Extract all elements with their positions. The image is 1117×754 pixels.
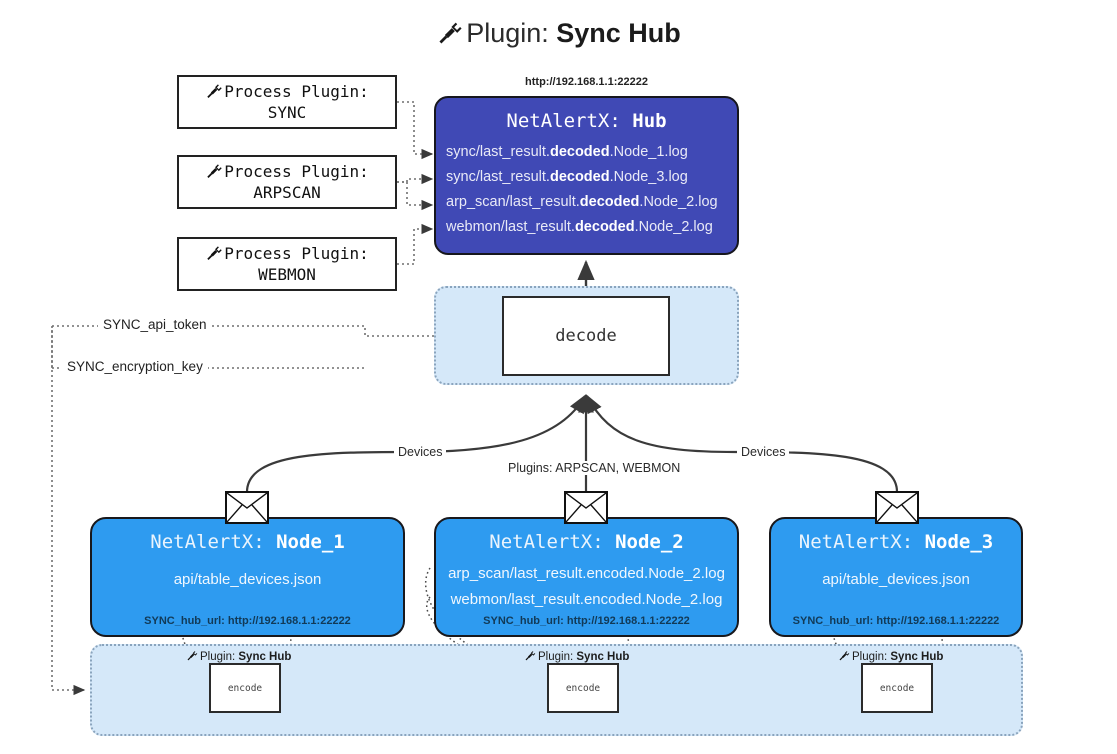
log-pre: arp_scan/last_result. xyxy=(446,193,580,210)
log-pre: sync/last_result. xyxy=(446,168,550,185)
process-plugin-webmon[interactable]: Process Plugin: WEBMON xyxy=(177,237,397,291)
node-box-1[interactable]: NetAlertX: Node_1 api/table_devices.json… xyxy=(90,517,405,637)
node-title-name: Node_2 xyxy=(615,531,684,553)
log-pre: webmon/last_result. xyxy=(446,218,575,235)
plug-icon xyxy=(436,19,462,52)
hub-log-item: arp_scan/last_result.decoded.Node_2.log xyxy=(436,190,737,215)
log-mid: decoded xyxy=(574,218,635,235)
hub-log-list: sync/last_result.decoded.Node_1.log sync… xyxy=(436,140,737,240)
envelope-icon xyxy=(564,491,608,524)
envelope-icon xyxy=(875,491,919,524)
hub-node[interactable]: NetAlertX: Hub sync/last_result.decoded.… xyxy=(434,96,739,255)
page-title-name: Sync Hub xyxy=(556,18,681,48)
node-footer: SYNC_hub_url: http://192.168.1.1:22222 xyxy=(792,615,1000,627)
node-line: api/table_devices.json xyxy=(173,571,322,588)
plug-icon xyxy=(205,82,222,104)
node-line: arp_scan/last_result.encoded.Node_2.log xyxy=(448,565,725,582)
encode-box-1[interactable]: encode xyxy=(209,663,281,713)
encoder-label-2: Plugin: Sync Hub xyxy=(524,646,629,663)
encoder-label-name: Sync Hub xyxy=(576,651,630,663)
encode-box-2[interactable]: encode xyxy=(547,663,619,713)
plug-icon xyxy=(524,650,536,664)
envelope-icon xyxy=(225,491,269,524)
label-sync-encryption-key: SYNC_encryption_key xyxy=(62,359,208,374)
log-post: .Node_1.log xyxy=(609,144,688,160)
decode-box[interactable]: decode xyxy=(502,296,670,376)
plug-icon xyxy=(205,162,222,184)
encoder-label-prefix: Plugin: xyxy=(200,651,236,663)
label-sync-api-token: SYNC_api_token xyxy=(98,317,212,332)
log-mid: decoded xyxy=(549,144,610,160)
encoder-label-3: Plugin: Sync Hub xyxy=(838,646,943,663)
process-plugin-arpscan[interactable]: Process Plugin: ARPSCAN xyxy=(177,155,397,209)
log-post: .Node_2.log xyxy=(639,193,718,210)
node-footer: SYNC_hub_url: http://192.168.1.1:22222 xyxy=(483,615,690,627)
node-title: NetAlertX: Node_3 xyxy=(771,531,1021,553)
encoder-label-prefix: Plugin: xyxy=(852,651,888,663)
page-title: Plugin: Sync Hub xyxy=(0,16,1117,49)
page-title-prefix: Plugin: xyxy=(466,18,549,48)
node-title: NetAlertX: Node_2 xyxy=(436,531,737,553)
node-box-3[interactable]: NetAlertX: Node_3 api/table_devices.json… xyxy=(769,517,1023,637)
node-title-prefix: NetAlertX: xyxy=(489,531,604,553)
hub-log-item: sync/last_result.decoded.Node_3.log xyxy=(436,165,737,190)
node-box-2[interactable]: NetAlertX: Node_2 arp_scan/last_result.e… xyxy=(434,517,739,637)
plug-icon xyxy=(838,650,850,664)
encoder-label-name: Sync Hub xyxy=(238,651,292,663)
hub-log-item: webmon/last_result.decoded.Node_2.log xyxy=(436,215,737,240)
hub-title: NetAlertX: Hub xyxy=(436,110,737,132)
hub-title-prefix: NetAlertX: xyxy=(506,110,621,132)
node-title: NetAlertX: Node_1 xyxy=(92,531,403,553)
process-plugin-name: SYNC xyxy=(267,103,307,122)
edge-label-devices-left: Devices xyxy=(394,445,447,459)
process-plugin-sync[interactable]: Process Plugin: SYNC xyxy=(177,75,397,129)
hub-url-label: http://192.168.1.1:22222 xyxy=(525,76,648,88)
process-plugin-label: Process Plugin: xyxy=(224,82,369,101)
node-title-name: Node_3 xyxy=(924,531,994,553)
process-plugin-name: ARPSCAN xyxy=(253,183,321,202)
node-title-prefix: NetAlertX: xyxy=(150,531,265,553)
edge-label-plugins: Plugins: ARPSCAN, WEBMON xyxy=(504,461,685,475)
edge-label-devices-right: Devices xyxy=(737,445,790,459)
process-plugin-name: WEBMON xyxy=(258,265,316,284)
plug-icon xyxy=(205,244,222,266)
log-post: .Node_3.log xyxy=(609,168,688,185)
log-pre: sync/last_result. xyxy=(446,144,550,160)
encoder-label-prefix: Plugin: xyxy=(538,651,574,663)
log-mid: decoded xyxy=(549,168,610,185)
hub-log-item: sync/last_result.decoded.Node_1.log xyxy=(436,140,737,165)
node-title-prefix: NetAlertX: xyxy=(798,531,914,553)
encoder-label-name: Sync Hub xyxy=(890,651,944,663)
encoder-label-1: Plugin: Sync Hub xyxy=(186,646,291,663)
node-title-name: Node_1 xyxy=(276,531,345,553)
plug-icon xyxy=(186,650,198,664)
process-plugin-label: Process Plugin: xyxy=(224,244,369,263)
log-mid: decoded xyxy=(579,193,640,210)
hub-title-name: Hub xyxy=(632,110,667,132)
node-line: api/table_devices.json xyxy=(822,571,970,588)
log-post: .Node_2.log xyxy=(634,218,713,235)
encode-box-3[interactable]: encode xyxy=(861,663,933,713)
node-footer: SYNC_hub_url: http://192.168.1.1:22222 xyxy=(144,615,351,627)
node-line: webmon/last_result.encoded.Node_2.log xyxy=(450,590,723,608)
process-plugin-label: Process Plugin: xyxy=(224,162,369,181)
